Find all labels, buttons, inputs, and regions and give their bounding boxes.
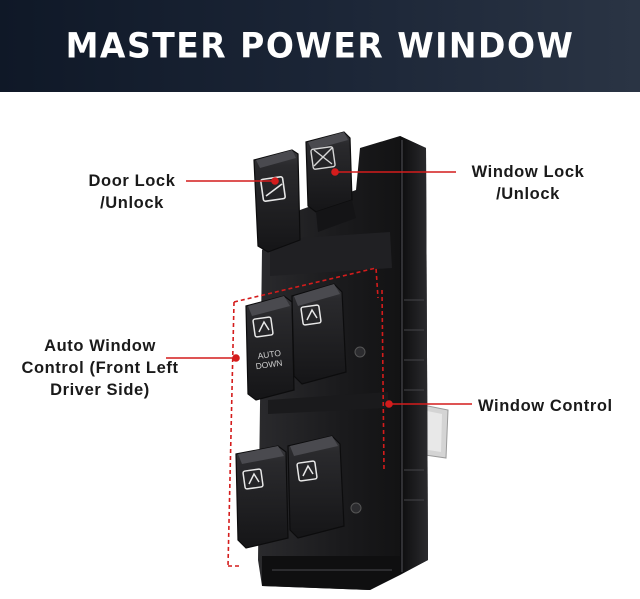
window-lock-label: Window Lock /Unlock	[458, 161, 598, 205]
window-arrow-icon	[252, 316, 274, 338]
auto-window-label-line3: Driver Side)	[50, 381, 150, 399]
door-lock-dot	[271, 177, 279, 185]
door-lock-label-line2: /Unlock	[100, 194, 164, 212]
door-lock-button[interactable]	[253, 149, 301, 253]
door-lock-icon	[260, 176, 286, 202]
window-arrow-icon	[300, 304, 322, 326]
window-arrow-icon	[296, 460, 318, 482]
title-banner: MASTER POWER WINDOW SWITCH	[0, 0, 640, 163]
window-arrow-icon	[242, 468, 264, 490]
window-control-dot	[385, 400, 393, 408]
auto-window-dot	[232, 354, 240, 362]
window-switch-front-right[interactable]	[291, 283, 366, 385]
window-lock-label-line1: Window Lock	[471, 163, 585, 181]
window-lock-icon	[310, 146, 336, 170]
window-switch-rear-left[interactable]	[235, 445, 289, 549]
window-lock-label-line2: /Unlock	[496, 185, 560, 203]
window-lock-button[interactable]	[305, 131, 356, 232]
auto-window-switch-front-left[interactable]: AUTO DOWN	[245, 295, 295, 401]
auto-window-label: Auto Window Control (Front Left Driver S…	[10, 335, 190, 401]
auto-window-label-line1: Auto Window	[44, 337, 156, 355]
page-title: MASTER POWER WINDOW SWITCH	[65, 25, 575, 163]
down-label: DOWN	[255, 358, 283, 372]
window-lock-dot	[331, 168, 339, 176]
auto-label: AUTO	[257, 348, 282, 361]
door-lock-label: Door Lock /Unlock	[72, 170, 192, 214]
auto-window-label-line2: Control (Front Left	[21, 359, 179, 377]
window-switch-rear-right[interactable]	[287, 435, 362, 539]
window-control-label: Window Control	[478, 397, 613, 415]
door-lock-label-line1: Door Lock	[88, 172, 176, 190]
annotation-lines	[166, 168, 472, 408]
window-switches-bracket	[227, 267, 385, 567]
